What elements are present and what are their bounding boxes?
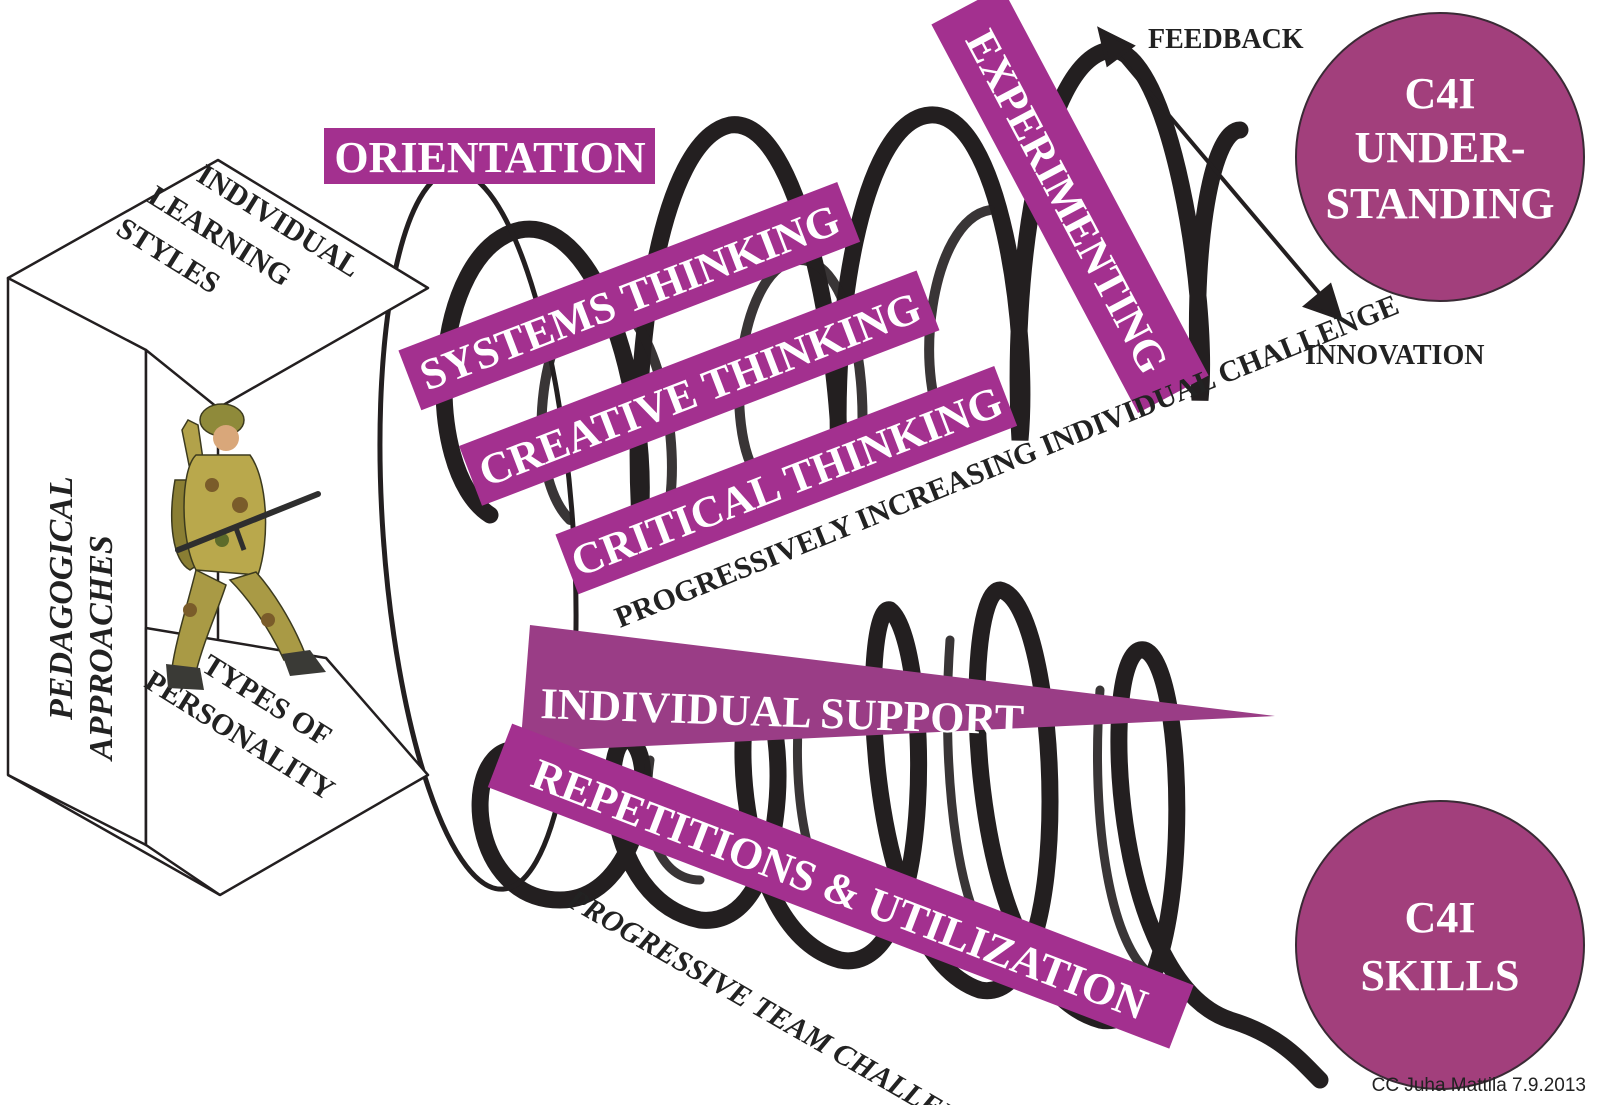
orientation-text: ORIENTATION — [334, 133, 646, 182]
box-side-line-1: PEDAGOGICAL — [43, 476, 80, 721]
box-side-line-2: APPROACHES — [83, 535, 120, 762]
feedback-text: FEEDBACK — [1148, 24, 1304, 55]
box-side-text: PEDAGOGICAL APPROACHES — [43, 476, 120, 762]
understanding-line-1: C4I — [1405, 69, 1476, 118]
repetitions-text: REPETITIONS & UTILIZATION — [525, 749, 1154, 1029]
c4i-skills-circle: C4I SKILLS — [1295, 800, 1585, 1090]
orientation-label: ORIENTATION — [324, 128, 655, 184]
c4i-understanding-circle: C4I UNDER- STANDING — [1295, 12, 1585, 302]
skills-line-1: C4I — [1405, 893, 1476, 942]
individual-support-label: INDIVIDUAL SUPPORT — [520, 625, 1275, 752]
copyright-text: CC Juha Mattila 7.9.2013 — [1371, 1075, 1586, 1096]
experimenting-label: EXPERIMENTING — [931, 0, 1209, 414]
learning-box — [6, 158, 430, 897]
skills-line-2: SKILLS — [1361, 951, 1520, 1000]
progressive-individual-text: PROGRESSIVELY INCREASING INDIVIDUAL CHAL… — [610, 288, 1403, 634]
arrowhead-down — [1302, 282, 1344, 322]
understanding-line-3: STANDING — [1325, 179, 1554, 228]
upper-spiral-ribbon-path — [435, 41, 1249, 524]
understanding-line-2: UNDER- — [1354, 123, 1525, 172]
innovation-text: INNOVATION — [1305, 340, 1484, 371]
arrowhead-up — [1097, 26, 1136, 68]
soldier-illustration — [166, 403, 326, 690]
feedback-innovation-arrow — [1097, 26, 1344, 322]
